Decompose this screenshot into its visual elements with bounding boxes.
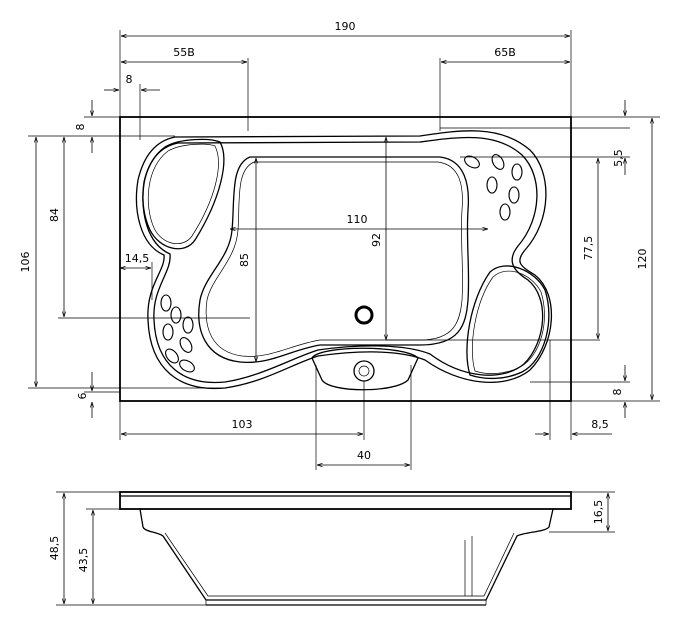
tub-side-body-inner — [164, 532, 515, 597]
jet-icon — [491, 154, 505, 170]
dim-right-77-5-label: 77,5 — [582, 236, 595, 261]
dim-side-16-5-label: 16,5 — [592, 500, 605, 525]
dim-bottom-right-8-label: 8 — [611, 389, 624, 396]
drain-inner-icon — [358, 365, 370, 377]
dim-width-label: 190 — [335, 20, 356, 33]
left-jets — [160, 294, 195, 373]
jet-icon — [511, 163, 523, 181]
tub-basin-outline — [135, 130, 553, 390]
tub-basin-inner-line — [142, 136, 544, 384]
dim-inner-height-92-label: 92 — [370, 233, 383, 247]
tub-side-rim — [119, 491, 572, 510]
dim-right-120-label: 120 — [636, 249, 649, 270]
jet-icon — [464, 155, 480, 169]
dim-top-left-8-label: 8 — [126, 73, 133, 86]
jet-icon — [179, 337, 193, 353]
jet-icon — [170, 306, 182, 324]
dim-inner-width-label: 110 — [347, 213, 368, 226]
dim-side-48-5-label: 48,5 — [48, 536, 61, 561]
inner-seat-area — [198, 156, 470, 364]
jet-icon — [160, 294, 172, 312]
dim-bottom-6-label: 6 — [76, 393, 89, 400]
inner-seat-area-inner — [205, 161, 463, 357]
right-jets — [464, 154, 523, 221]
top-view: 190 55B 65B 8 8 84 106 14,5 — [19, 20, 660, 470]
tub-side-body — [139, 508, 554, 601]
left-headrest-inner — [147, 143, 219, 245]
dim-bottom-right-8-5-label: 8,5 — [591, 418, 609, 431]
jet-icon — [508, 186, 520, 204]
dim-bottom-103-label: 103 — [232, 418, 253, 431]
dim-14-5-label: 14,5 — [125, 252, 150, 265]
right-headrest-inner — [471, 270, 545, 374]
dim-drain-40-label: 40 — [357, 449, 371, 462]
side-view: 48,5 43,5 16,5 — [48, 491, 615, 606]
overflow-icon — [354, 305, 374, 325]
dim-left-84-label: 84 — [48, 208, 61, 222]
dim-side-43-5-label: 43,5 — [77, 548, 90, 573]
dim-top-rim-8-label: 8 — [74, 124, 87, 131]
dim-right-offset-label: 65B — [494, 46, 516, 59]
jet-icon — [165, 348, 179, 364]
drain-icon — [353, 360, 375, 382]
jet-icon — [486, 176, 498, 194]
dim-left-106-label: 106 — [19, 252, 32, 273]
jet-icon — [179, 359, 195, 373]
drain-recess — [311, 347, 419, 391]
dim-inner-height-85-label: 85 — [238, 253, 251, 267]
jet-icon — [182, 316, 194, 334]
tub-outer-rim — [119, 116, 572, 402]
dim-inner-right-5-5-label: 5,5 — [612, 149, 625, 167]
jet-icon — [162, 323, 174, 341]
left-headrest — [142, 138, 225, 250]
jet-icon — [499, 203, 511, 221]
dim-left-offset-label: 55B — [173, 46, 195, 59]
right-headrest — [466, 265, 550, 380]
